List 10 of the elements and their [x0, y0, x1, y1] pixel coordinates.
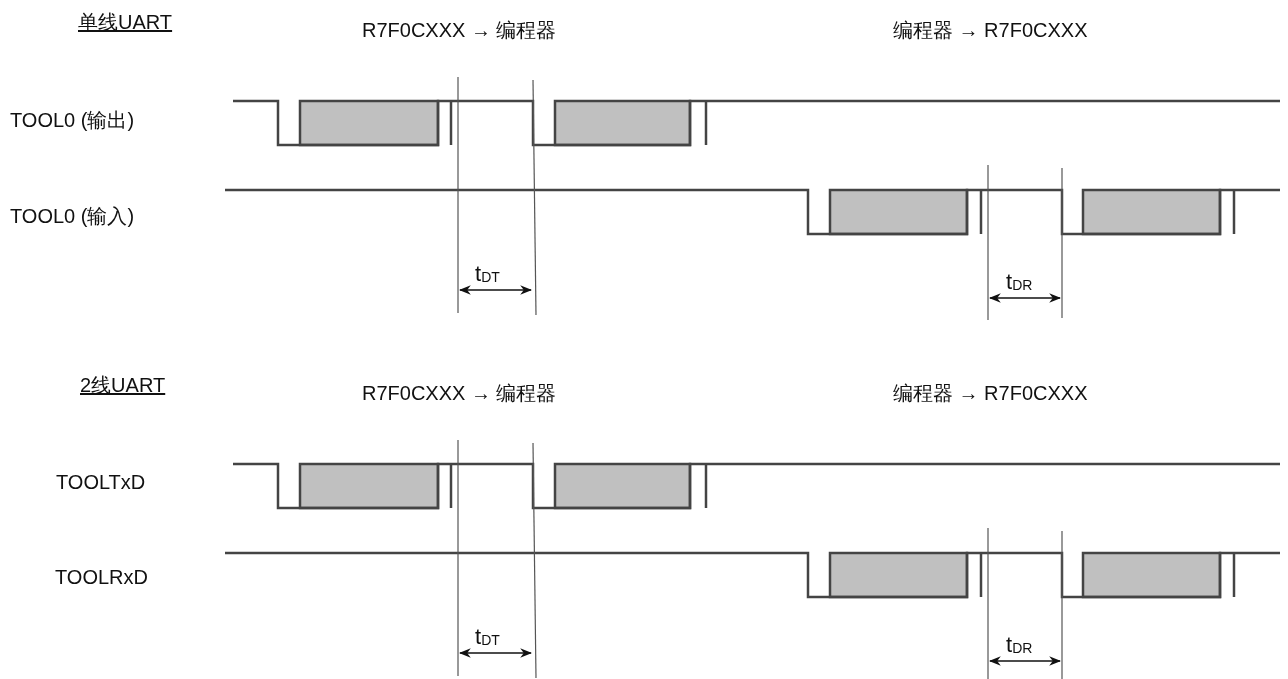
direction-label: R7F0CXXX → 编程器: [362, 381, 557, 405]
signal-label: TOOL0 (输出): [10, 108, 135, 132]
direction-label: R7F0CXXX → 编程器: [362, 18, 557, 42]
signal-label: TOOLTxD: [56, 470, 146, 494]
signal-label: TOOLRxD: [55, 565, 148, 589]
direction-label: 编程器 → R7F0CXXX: [893, 381, 1088, 405]
direction-label: 编程器 → R7F0CXXX: [893, 18, 1088, 42]
signal-label: TOOL0 (输入): [10, 204, 135, 228]
section-heading: 单线UART: [78, 10, 173, 34]
section-heading: 2线UART: [80, 373, 166, 397]
